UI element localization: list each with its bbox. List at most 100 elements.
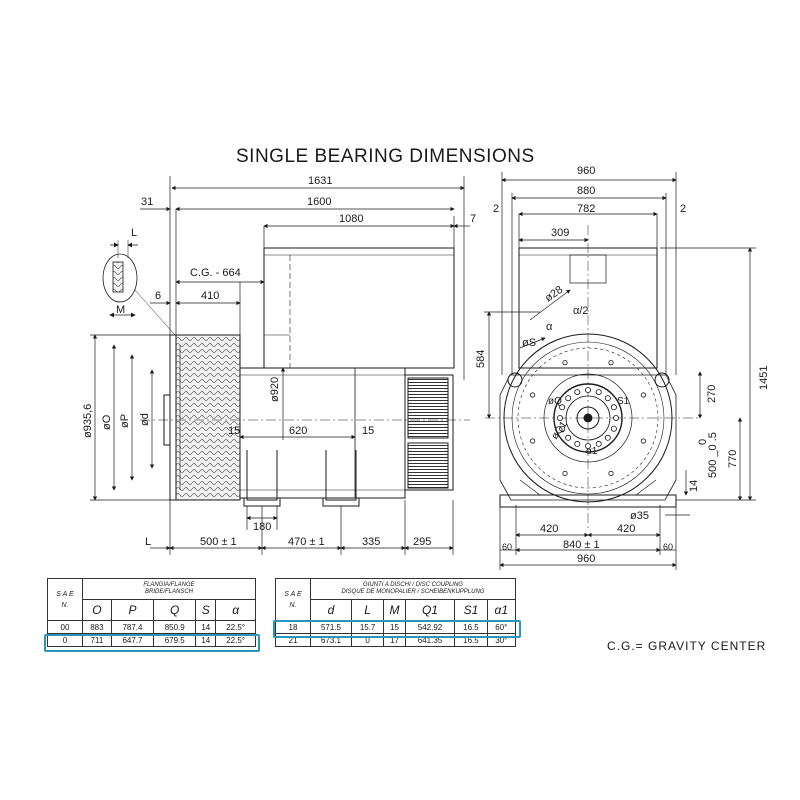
dim-phi28: ø28 xyxy=(543,284,565,305)
col-O: O xyxy=(82,599,112,621)
dim-335: 335 xyxy=(362,536,380,548)
dim-phiS: øS xyxy=(522,337,536,349)
dim-phi920: ø920 xyxy=(269,377,281,402)
flange-bolt-hole xyxy=(640,438,647,444)
flange-bolt-hole xyxy=(640,392,647,398)
dim-15a: 15 xyxy=(228,425,240,437)
coupling-bolt-hole xyxy=(585,386,592,393)
coupling-bolt-hole xyxy=(610,425,617,432)
coupling-bolt-hole xyxy=(595,440,602,447)
flange-adapter xyxy=(175,334,241,501)
dim-420-left: 420 xyxy=(540,523,558,535)
dim-M: M xyxy=(116,304,125,316)
dim-840: 840 ± 1 xyxy=(563,539,600,551)
dim-phi935: ø935,6 xyxy=(82,404,94,438)
col-S1: S1 xyxy=(454,599,488,621)
cell: 22.5° xyxy=(215,620,256,634)
dim-180: 180 xyxy=(253,521,271,533)
dim-309: 309 xyxy=(551,227,569,239)
flange-bolt-hole xyxy=(562,470,568,476)
dim-14: 14 xyxy=(688,480,700,492)
bolt-ring xyxy=(529,359,647,476)
cell: 22.5° xyxy=(215,633,256,647)
dim-phiO: øO xyxy=(101,414,113,430)
dim-500-tol: 500 _0 .5 xyxy=(707,432,719,478)
dim-1080: 1080 xyxy=(339,213,363,225)
coupling-group-header: GIUNTI A DISCHI / DISC COUPLING DISQUE D… xyxy=(310,578,516,600)
dim-alpha-half: α/2 xyxy=(573,305,589,317)
coupling-bolt-hole xyxy=(604,434,611,441)
dim-15b: 15 xyxy=(362,425,374,437)
coupling-bolt-hole xyxy=(613,414,620,421)
sae-header: S A E N. xyxy=(47,578,83,621)
side-view-labels: 1631 31 1600 1080 7 L C.G. - 664 410 6 M… xyxy=(82,175,476,548)
foot-right xyxy=(325,450,357,501)
dim-295: 295 xyxy=(413,536,431,548)
front-view xyxy=(485,225,700,530)
coupling-bolt-hole xyxy=(585,442,592,449)
col-d: d xyxy=(310,599,352,621)
dim-60-left: 60 xyxy=(502,542,512,552)
dim-6: 6 xyxy=(155,290,161,302)
dim-960-bottom: 960 xyxy=(577,553,595,565)
gravity-center-note: C.G.= GRAVITY CENTER xyxy=(607,639,767,653)
dim-phi35: ø35 xyxy=(630,510,649,522)
cell: 787.4 xyxy=(110,620,155,634)
dim-phiP: øP xyxy=(119,414,131,428)
dim-584: 584 xyxy=(475,350,487,368)
front-dimension-lines xyxy=(484,172,756,570)
flange-group-header: FLANGIA/FLANGE BRIDE/FLANSCH xyxy=(82,578,256,600)
dim-620: 620 xyxy=(289,425,307,437)
table-row: 00 883 787.4 850.9 14 22.5° xyxy=(47,620,256,634)
flange-bolt-hole xyxy=(562,359,568,366)
dim-alpha1: α1 xyxy=(586,446,598,457)
cell: 679.5 xyxy=(153,633,197,647)
col-M: M xyxy=(383,599,406,621)
dim-phiQ: øQ xyxy=(548,396,562,407)
col-alpha: α xyxy=(215,599,256,621)
coupling-bolt-hole xyxy=(610,404,617,411)
dim-410: 410 xyxy=(201,290,219,302)
dim-7: 7 xyxy=(470,213,476,225)
dim-500: 500 ± 1 xyxy=(200,536,237,548)
coupling-bolt-hole xyxy=(565,395,572,402)
cell: 883 xyxy=(82,620,112,634)
dim-S1: S1 xyxy=(617,396,630,407)
dim-2-left: 2 xyxy=(493,203,499,215)
foot-left xyxy=(246,450,278,501)
row-sae: 00 xyxy=(47,620,83,634)
dim-phid: ød xyxy=(139,413,151,426)
col-Q: Q xyxy=(153,599,197,621)
flange-table: S A E N. FLANGIA/FLANGE BRIDE/FLANSCH O … xyxy=(47,578,256,647)
dim-1600: 1600 xyxy=(307,196,331,208)
coupling-bolt-hole xyxy=(595,389,602,396)
dim-L-bottom: L xyxy=(145,536,151,548)
cell: 14 xyxy=(195,620,217,634)
coupling-bolt-hole xyxy=(574,440,581,447)
flange-bolt-hole xyxy=(529,392,536,398)
dim-alpha: α xyxy=(546,321,553,333)
coupling-bolt-hole xyxy=(574,389,581,396)
dim-31: 31 xyxy=(141,196,153,208)
dim-0: 0 xyxy=(697,439,709,445)
flange-bolt-hole xyxy=(608,359,614,366)
flange-bolt-hole xyxy=(529,438,536,444)
coupling-row-highlight xyxy=(273,620,521,638)
dim-1631: 1631 xyxy=(308,175,332,187)
col-S: S xyxy=(195,599,217,621)
col-P: P xyxy=(110,599,155,621)
rear-grille xyxy=(404,374,454,491)
sae-header: S A E N. xyxy=(275,578,311,621)
detail-bubble xyxy=(102,240,176,336)
coupling-bolt-hole xyxy=(565,434,572,441)
col-alpha1: α1 xyxy=(486,599,517,621)
dim-960-top: 960 xyxy=(577,165,595,177)
dim-880: 880 xyxy=(577,185,595,197)
side-view xyxy=(140,247,470,507)
dim-270: 270 xyxy=(706,385,718,403)
dim-770: 770 xyxy=(727,450,739,468)
dim-1451: 1451 xyxy=(758,366,770,390)
col-Q1: Q1 xyxy=(404,599,456,621)
coupling-bolt-hole xyxy=(604,395,611,402)
dim-L-top: L xyxy=(131,227,137,239)
